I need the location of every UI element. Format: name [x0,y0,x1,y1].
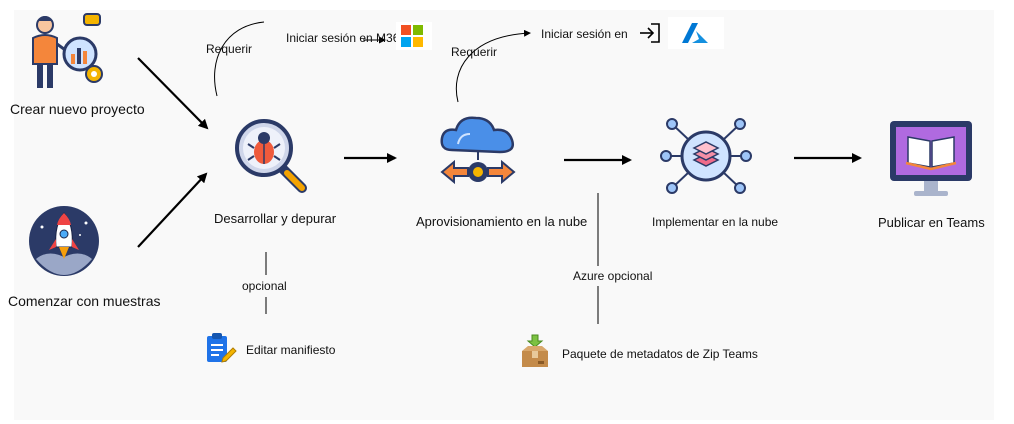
node-cloud-deploy-label: Implementar en la nube [652,215,779,229]
edge-require-azure-label: Requerir [451,45,498,59]
deploy-network-icon [660,118,752,194]
diagram-canvas [14,10,994,420]
person-analytics-icon [32,13,103,88]
arrow-samples-to-develop [137,172,208,248]
edge-signin-m365-label: Iniciar sesión en M365 [286,31,407,45]
connector-require-m365 [214,21,265,97]
node-develop-debug-label: Desarrollar y depurar [214,211,337,226]
node-edit-manifest-label: Editar manifiesto [246,343,336,357]
package-box-icon [522,334,548,367]
azure-logo-icon [682,23,708,43]
edge-azure-optional-label: Azure opcional [573,269,653,283]
edge-optional-label: opcional [242,279,287,293]
rocket-icon [29,206,99,276]
bug-search-icon [235,119,307,193]
arrow-create-to-develop [137,57,209,130]
node-publish-teams-label: Publicar en Teams [878,215,985,230]
edge-signin-azure-label: Iniciar sesión en [541,27,628,41]
connector-require-azure [455,29,531,103]
node-start-samples-label: Comenzar con muestras [8,293,161,309]
edge-require-m365-label: Requerir [206,42,253,56]
node-zip-package-label: Paquete de metadatos de Zip Teams [562,347,758,361]
azure-logo-tile [668,17,724,49]
node-create-project-label: Crear nuevo proyecto [10,101,145,117]
monitor-book-icon [890,121,972,196]
signin-icon [640,23,660,43]
microsoft-logo-icon [401,25,423,47]
clipboard-edit-icon [207,333,237,363]
node-cloud-provision-label: Aprovisionamiento en la nube [416,214,588,229]
cloud-provision-icon [440,116,516,185]
